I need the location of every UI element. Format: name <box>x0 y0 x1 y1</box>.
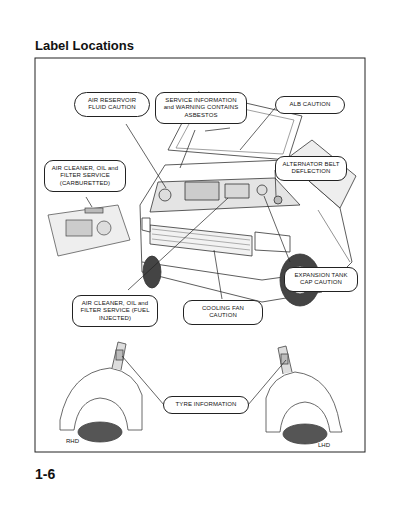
engine-inset <box>48 205 130 256</box>
car-drawing <box>140 92 356 306</box>
callout-text: AIR CLEANER, OIL and FILTER SERVICE (FUE… <box>78 300 152 323</box>
callout-text: SERVICE INFORMATION and WARNING CONTAINS… <box>161 97 241 120</box>
tyre-label <box>281 354 288 364</box>
door-edge <box>112 342 126 370</box>
inset-label <box>85 208 103 213</box>
leader-line <box>205 128 230 131</box>
frame <box>35 58 365 452</box>
label-callout: AIR RESERVOIR FLUID CAUTION <box>74 92 150 117</box>
grille <box>150 225 252 256</box>
label-callout: COOLING FAN CAUTION <box>183 300 263 325</box>
arch-panel <box>60 368 142 430</box>
tyre <box>283 424 327 444</box>
callout-text: AIR CLEANER, OIL and FILTER SERVICE (CAR… <box>50 165 120 188</box>
callout-text: EXPANSION TANK CAP CAUTION <box>290 272 352 287</box>
wheel-arch-rhd <box>60 342 142 442</box>
leader-lines <box>86 108 290 405</box>
leader-line <box>126 124 166 188</box>
tyre <box>78 422 122 442</box>
engine-bay <box>150 178 300 212</box>
callout-text: AIR RESERVOIR FLUID CAUTION <box>80 97 144 112</box>
inset-air-cleaner <box>97 221 111 235</box>
label-callout: ALB CAUTION <box>275 96 345 114</box>
view-label: LHD <box>318 442 330 448</box>
inset-engine <box>66 220 92 236</box>
engine <box>185 182 219 200</box>
air-cleaner <box>225 184 249 198</box>
leader-line <box>122 356 164 405</box>
page-title: Label Locations <box>35 38 134 53</box>
leader-line <box>248 360 286 405</box>
leader-line <box>264 196 290 262</box>
callout-text: COOLING FAN CAUTION <box>189 305 257 320</box>
page-number: 1-6 <box>35 466 55 482</box>
label-callout: AIR CLEANER, OIL and FILTER SERVICE (FUE… <box>72 295 158 328</box>
grille-bars <box>152 229 250 250</box>
callout-text: TYRE INFORMATION <box>169 401 243 409</box>
label-callout: TYRE INFORMATION <box>163 396 249 414</box>
wheel <box>143 256 161 288</box>
expansion-tank <box>257 185 267 195</box>
headlight <box>142 218 150 232</box>
wheel-arch-lhd <box>266 346 342 444</box>
leader-line <box>86 197 92 207</box>
arch-panel <box>266 372 342 432</box>
view-label: RHD <box>66 438 79 444</box>
label-callout: SERVICE INFORMATION and WARNING CONTAINS… <box>155 92 247 125</box>
alternator <box>274 196 282 204</box>
leader-line <box>214 250 222 299</box>
prop-rod <box>180 130 195 168</box>
reservoir <box>159 189 171 201</box>
tyre-label <box>116 350 123 360</box>
door-edge <box>278 346 292 374</box>
label-callout: AIR CLEANER, OIL and FILTER SERVICE (CAR… <box>44 160 126 193</box>
label-callout: ALTERNATOR BELT DEFLECTION <box>275 156 347 181</box>
callout-text: ALB CAUTION <box>281 101 339 109</box>
leader-line <box>128 198 228 290</box>
callout-text: ALTERNATOR BELT DEFLECTION <box>281 161 341 176</box>
inset-outline <box>48 205 130 256</box>
door-line <box>318 210 350 262</box>
label-callout: EXPANSION TANK CAP CAUTION <box>284 267 358 292</box>
